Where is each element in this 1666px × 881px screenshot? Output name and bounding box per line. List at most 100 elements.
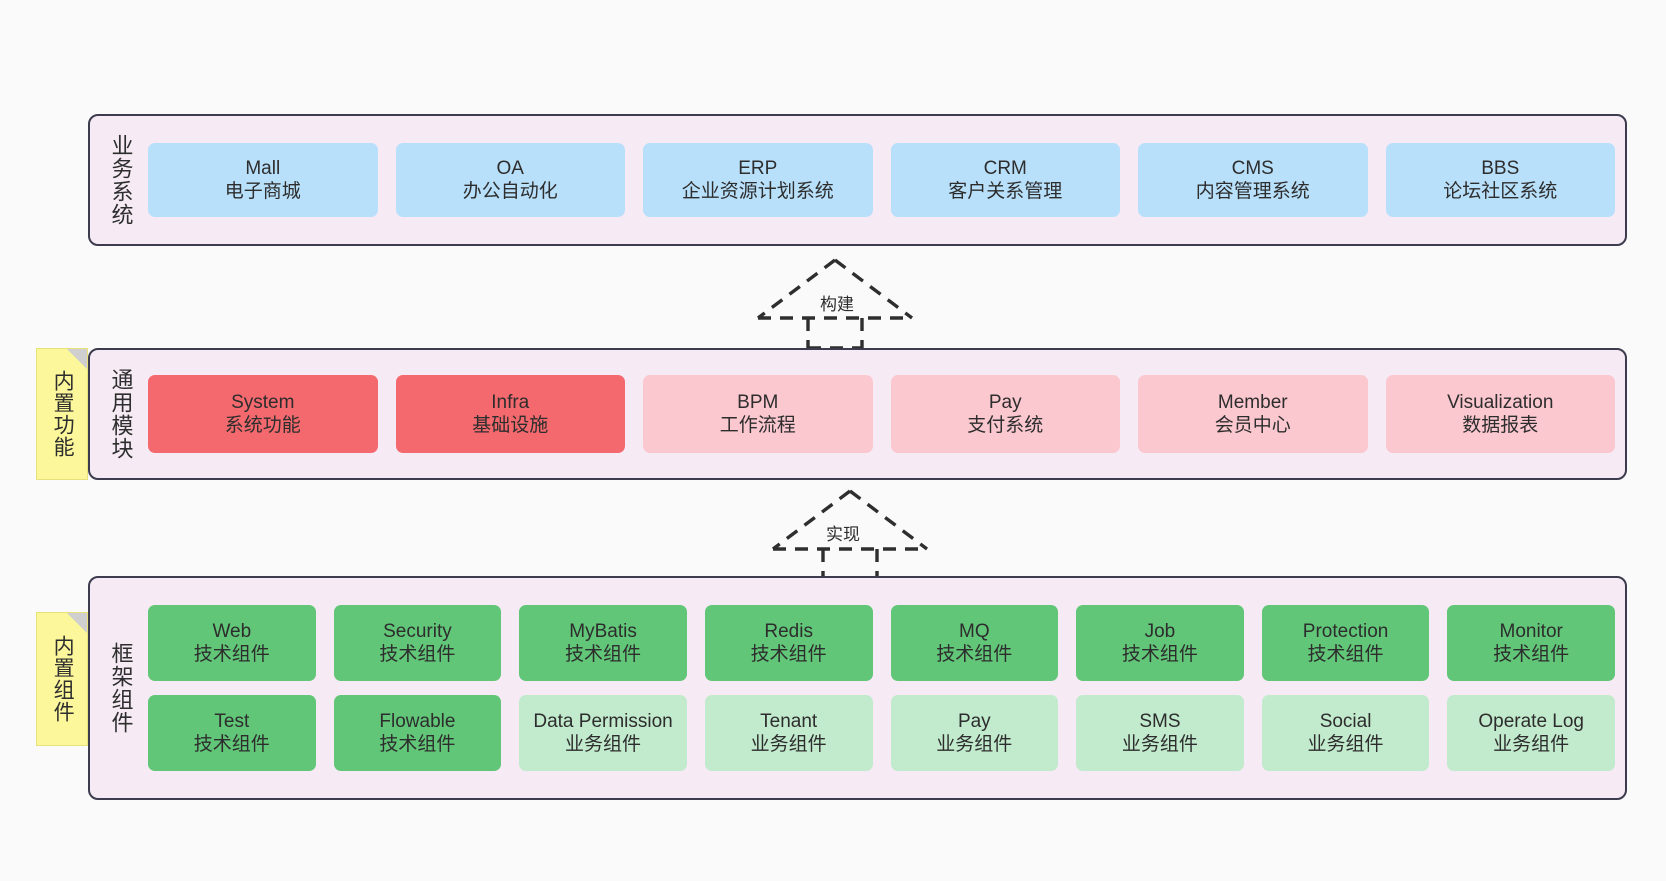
card-en-label: Job xyxy=(1144,620,1176,642)
card-cn-label: 技术组件 xyxy=(1121,644,1198,665)
card-cn-label: 支付系统 xyxy=(967,415,1044,436)
card-en-label: Member xyxy=(1217,391,1288,413)
component-card-redis[interactable]: Redis 技术组件 xyxy=(704,605,873,681)
card-en-label: Security xyxy=(383,620,452,642)
card-en-label: Visualization xyxy=(1447,391,1554,413)
component-card-protection[interactable]: Protection 技术组件 xyxy=(1261,605,1430,681)
module-card-system[interactable]: System 系统功能 xyxy=(148,375,378,453)
module-card-oa[interactable]: OA 办公自动化 xyxy=(395,143,625,217)
module-card-bpm[interactable]: BPM 工作流程 xyxy=(643,375,873,453)
card-cn-label: 业务组件 xyxy=(565,734,642,755)
component-card-test[interactable]: Test 技术组件 xyxy=(148,695,316,771)
module-card-pay[interactable]: Pay 支付系统 xyxy=(890,375,1120,453)
card-en-label: Tenant xyxy=(760,710,818,732)
card-cn-label: 系统功能 xyxy=(224,415,301,436)
card-cn-label: 业务组件 xyxy=(936,734,1013,755)
layer-framework-components: 框架组件 Web 技术组件 Security 技术组件 MyBatis 技术组件… xyxy=(88,576,1627,800)
component-card-sms[interactable]: SMS 业务组件 xyxy=(1076,695,1244,771)
module-card-bbs[interactable]: BBS 论坛社区系统 xyxy=(1385,143,1615,217)
folded-corner-icon xyxy=(67,349,87,369)
card-cn-label: 技术组件 xyxy=(379,644,456,665)
card-cn-label: 内容管理系统 xyxy=(1195,181,1310,202)
card-en-label: Infra xyxy=(491,391,530,413)
card-en-label: Protection xyxy=(1302,620,1389,642)
card-cn-label: 电子商城 xyxy=(224,181,301,202)
module-card-infra[interactable]: Infra 基础设施 xyxy=(395,375,625,453)
component-card-mybatis[interactable]: MyBatis 技术组件 xyxy=(519,605,687,681)
card-en-label: BBS xyxy=(1481,157,1520,179)
card-en-label: Redis xyxy=(764,620,813,642)
card-en-label: Pay xyxy=(957,710,991,732)
component-card-operate-log[interactable]: Operate Log 业务组件 xyxy=(1447,695,1615,771)
card-cn-label: 办公自动化 xyxy=(462,181,558,202)
layer-body-common: System 系统功能 Infra 基础设施 BPM 工作流程 Pay 支付系统… xyxy=(142,356,1615,472)
module-card-mall[interactable]: Mall 电子商城 xyxy=(148,143,378,217)
component-card-tenant[interactable]: Tenant 业务组件 xyxy=(704,695,873,771)
component-card-mq[interactable]: MQ 技术组件 xyxy=(890,605,1059,681)
card-en-label: Monitor xyxy=(1499,620,1563,642)
component-card-data-permission[interactable]: Data Permission 业务组件 xyxy=(519,695,687,771)
card-en-label: Test xyxy=(214,710,250,732)
module-card-cms[interactable]: CMS 内容管理系统 xyxy=(1138,143,1368,217)
card-en-label: Social xyxy=(1319,710,1372,732)
card-en-label: System xyxy=(231,391,295,413)
component-card-security[interactable]: Security 技术组件 xyxy=(333,605,502,681)
card-cn-label: 基础设施 xyxy=(472,415,549,436)
card-en-label: SMS xyxy=(1139,710,1181,732)
card-cn-label: 业务组件 xyxy=(1307,734,1384,755)
card-cn-label: 论坛社区系统 xyxy=(1443,181,1558,202)
card-en-label: CRM xyxy=(983,157,1027,179)
card-cn-label: 技术组件 xyxy=(379,734,456,755)
row-common-1: System 系统功能 Infra 基础设施 BPM 工作流程 Pay 支付系统… xyxy=(148,375,1615,453)
sticky-note-builtin-components: 内置组件 xyxy=(36,612,88,746)
sticky-note-label: 内置组件 xyxy=(51,635,75,723)
component-card-social[interactable]: Social 业务组件 xyxy=(1261,695,1430,771)
card-en-label: Pay xyxy=(988,391,1022,413)
card-cn-label: 技术组件 xyxy=(936,644,1013,665)
card-en-label: CMS xyxy=(1231,157,1274,179)
connector-label-build: 构建 xyxy=(818,290,856,315)
connector-implement-arrow xyxy=(771,489,929,579)
card-cn-label: 技术组件 xyxy=(1307,644,1384,665)
connector-build-arrow xyxy=(756,258,914,348)
card-en-label: OA xyxy=(496,157,524,179)
layer-title-framework: 框架组件 xyxy=(108,642,134,734)
sticky-note-builtin-features: 内置功能 xyxy=(36,348,88,480)
card-cn-label: 技术组件 xyxy=(1493,644,1570,665)
module-card-erp[interactable]: ERP 企业资源计划系统 xyxy=(643,143,873,217)
card-en-label: Mall xyxy=(245,157,281,179)
card-cn-label: 企业资源计划系统 xyxy=(681,181,834,202)
card-cn-label: 技术组件 xyxy=(565,644,642,665)
component-card-web[interactable]: Web 技术组件 xyxy=(148,605,316,681)
card-cn-label: 工作流程 xyxy=(719,415,796,436)
card-cn-label: 技术组件 xyxy=(750,644,827,665)
card-en-label: Web xyxy=(212,620,252,642)
card-en-label: Data Permission xyxy=(533,710,673,732)
card-cn-label: 技术组件 xyxy=(193,644,270,665)
row-framework-2: Test 技术组件 Flowable 技术组件 Data Permission … xyxy=(148,695,1615,771)
card-en-label: MyBatis xyxy=(569,620,637,642)
layer-common-modules: 通用模块 System 系统功能 Infra 基础设施 BPM 工作流程 Pay… xyxy=(88,348,1627,480)
layer-title-common: 通用模块 xyxy=(108,368,134,460)
row-business-1: Mall 电子商城 OA 办公自动化 ERP 企业资源计划系统 CRM 客户关系… xyxy=(148,143,1615,217)
module-card-member[interactable]: Member 会员中心 xyxy=(1138,375,1368,453)
module-card-visualization[interactable]: Visualization 数据报表 xyxy=(1385,375,1615,453)
layer-body-business: Mall 电子商城 OA 办公自动化 ERP 企业资源计划系统 CRM 客户关系… xyxy=(142,122,1615,238)
component-card-monitor[interactable]: Monitor 技术组件 xyxy=(1447,605,1615,681)
component-card-pay[interactable]: Pay 业务组件 xyxy=(890,695,1059,771)
layer-business-systems: 业务系统 Mall 电子商城 OA 办公自动化 ERP 企业资源计划系统 CRM… xyxy=(88,114,1627,246)
layer-title-business: 业务系统 xyxy=(108,134,134,226)
card-cn-label: 技术组件 xyxy=(193,734,270,755)
folded-corner-icon xyxy=(67,613,87,633)
row-framework-1: Web 技术组件 Security 技术组件 MyBatis 技术组件 Redi… xyxy=(148,605,1615,681)
card-cn-label: 业务组件 xyxy=(750,734,827,755)
card-en-label: BPM xyxy=(737,391,779,413)
card-cn-label: 数据报表 xyxy=(1462,415,1539,436)
component-card-job[interactable]: Job 技术组件 xyxy=(1076,605,1244,681)
component-card-flowable[interactable]: Flowable 技术组件 xyxy=(333,695,502,771)
card-en-label: Operate Log xyxy=(1478,710,1584,732)
module-card-crm[interactable]: CRM 客户关系管理 xyxy=(890,143,1120,217)
connector-label-implement: 实现 xyxy=(824,520,862,545)
card-cn-label: 业务组件 xyxy=(1493,734,1570,755)
